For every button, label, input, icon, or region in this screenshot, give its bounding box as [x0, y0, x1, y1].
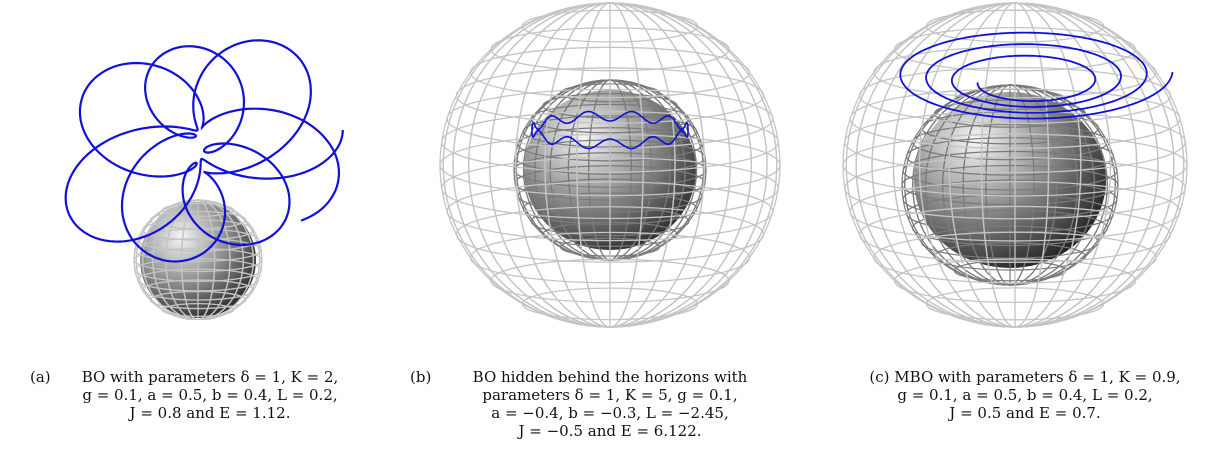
orbit-plot-a — [64, 39, 344, 320]
caption-b-line-2: parameters δ = 1, K = 5, g = 0.1, — [482, 386, 738, 404]
horizon-mesh-a — [133, 199, 263, 320]
caption-b-line-3: a = −0.4, b = −0.3, L = −2.45, — [491, 404, 729, 422]
caption-a-line-3: J = 0.8 and E = 1.12. — [129, 404, 291, 422]
caption-b: (b) BO hidden behind the horizons with p… — [410, 368, 810, 440]
outer-horizon-mesh-c — [842, 2, 1188, 328]
caption-c-line-1: (c) MBO with parameters δ = 1, K = 0.9, — [825, 368, 1225, 386]
outer-horizon-mesh-b — [439, 2, 781, 328]
caption-c-line-3: J = 0.5 and E = 0.7. — [949, 404, 1101, 422]
figure-panel-c: (c) MBO with parameters δ = 1, K = 0.9, … — [825, 0, 1225, 460]
figure-panel-a: (a) BO with parameters δ = 1, K = 2, g =… — [30, 0, 390, 460]
marginally-bound-orbit-curve-c — [899, 31, 1174, 120]
orbit-plot-b — [439, 2, 781, 328]
caption-a-line-2: g = 0.1, a = 0.5, b = 0.4, L = 0.2, — [82, 386, 338, 404]
figure-panel-b: (b) BO hidden behind the horizons with p… — [410, 0, 810, 460]
hidden-orbit-curve-b — [531, 110, 689, 150]
caption-c: (c) MBO with parameters δ = 1, K = 0.9, … — [825, 368, 1225, 422]
orbit-plot-c — [842, 2, 1188, 328]
inner-horizon-mesh-b — [513, 79, 707, 261]
panel-label-b: (b) — [410, 368, 432, 386]
caption-b-line-4: J = −0.5 and E = 6.122. — [518, 422, 702, 440]
panel-label-a: (a) — [30, 368, 51, 386]
caption-a: (a) BO with parameters δ = 1, K = 2, g =… — [30, 368, 390, 422]
caption-c-line-2: g = 0.1, a = 0.5, b = 0.4, L = 0.2, — [897, 386, 1153, 404]
panel-label-c: (c) — [869, 368, 890, 386]
bound-orbit-curve-a — [64, 39, 344, 263]
caption-a-line-1: BO with parameters δ = 1, K = 2, — [81, 368, 339, 386]
caption-c-line-1-text: MBO with parameters δ = 1, K = 0.9, — [894, 368, 1181, 386]
inner-horizon-mesh-c — [901, 84, 1119, 286]
caption-b-line-1: BO hidden behind the horizons with — [472, 368, 748, 386]
